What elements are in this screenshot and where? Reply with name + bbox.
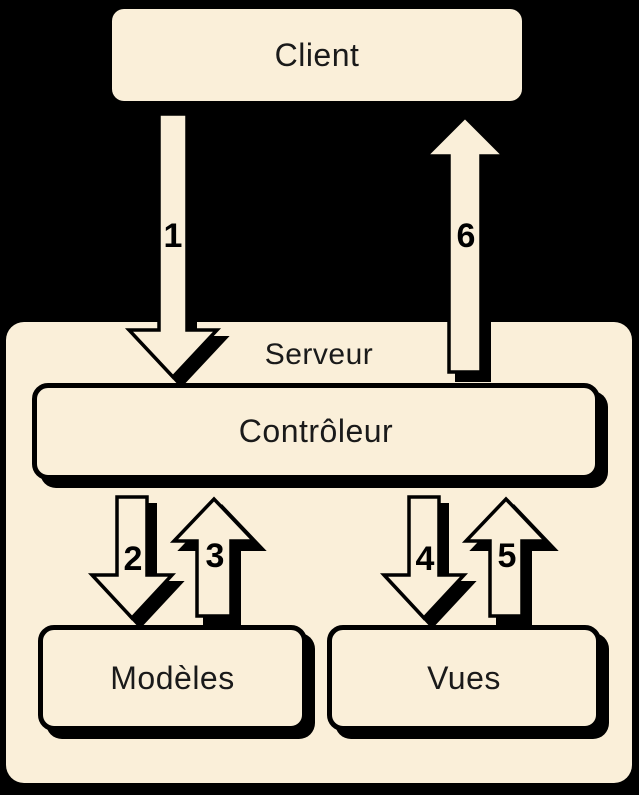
- arrow-6-number: 6: [456, 216, 476, 255]
- models-label: Modèles: [110, 659, 235, 696]
- client-box: Client: [112, 9, 522, 101]
- views-box: Vues: [327, 625, 601, 731]
- views-label: Vues: [427, 659, 501, 696]
- controller-box: Contrôleur: [32, 383, 600, 480]
- controller-label: Contrôleur: [238, 413, 394, 449]
- arrow-1-number: 1: [163, 216, 183, 255]
- arrow-3-number: 3: [205, 536, 225, 575]
- server-container: Serveur Contrôleur Modèles Vues: [6, 322, 632, 783]
- arrow-4-number: 4: [415, 539, 435, 578]
- arrow-5-number: 5: [497, 536, 517, 575]
- server-label: Serveur: [264, 338, 374, 371]
- client-label: Client: [274, 36, 360, 73]
- arrow-2-number: 2: [123, 539, 143, 578]
- models-box: Modèles: [38, 625, 307, 731]
